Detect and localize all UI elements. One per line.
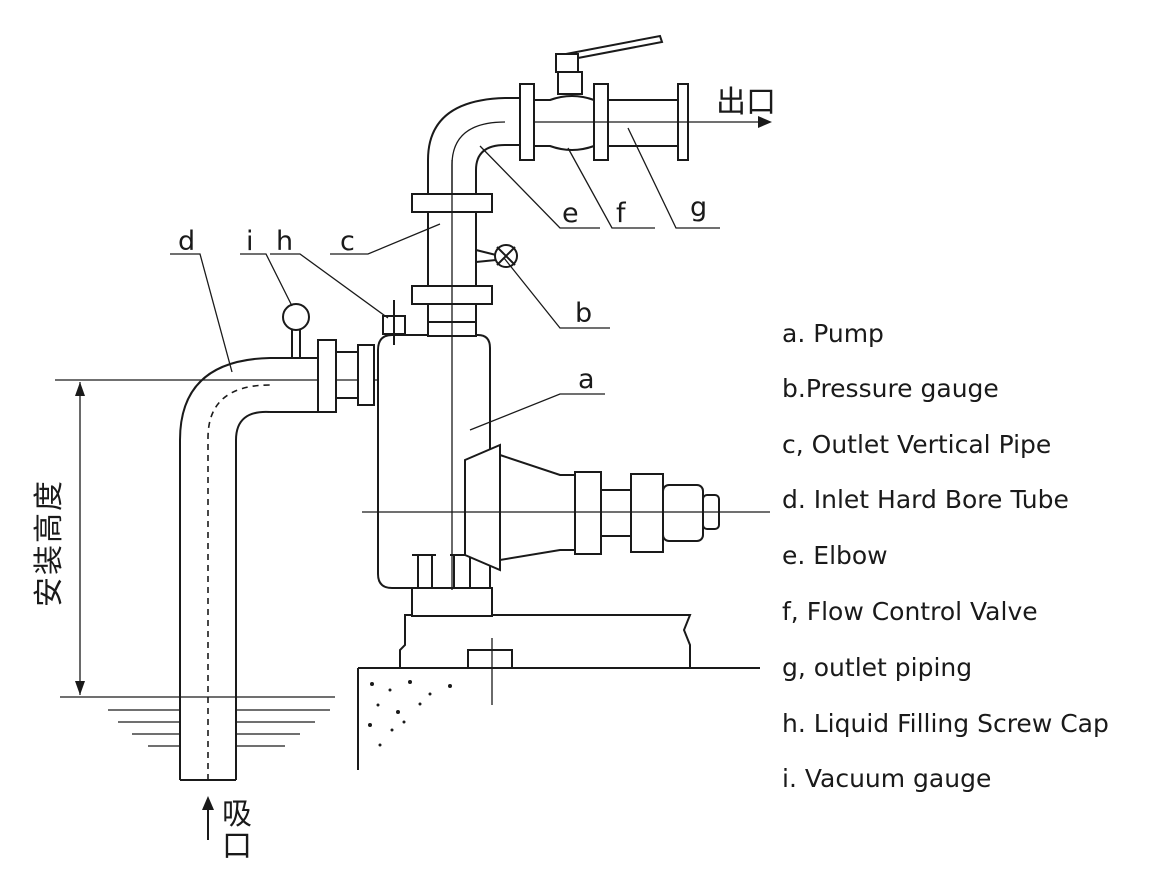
label-h: h xyxy=(276,226,293,257)
leader-lines xyxy=(170,127,720,431)
label-g: g xyxy=(690,192,707,223)
legend: a. Pump b.Pressure gauge c, Outlet Verti… xyxy=(782,319,1109,793)
height-dimension xyxy=(55,379,380,695)
pressure-gauge-icon xyxy=(475,244,518,268)
legend-item: b.Pressure gauge xyxy=(782,374,999,403)
label-a: a xyxy=(578,364,595,395)
installation-height-label: 安 装 高 度 xyxy=(32,481,67,607)
height-label-3: 高 xyxy=(32,513,67,543)
legend-item: c, Outlet Vertical Pipe xyxy=(782,430,1051,459)
legend-item: a. Pump xyxy=(782,319,884,348)
outlet-vertical-pipe xyxy=(411,160,493,590)
legend-item: f, Flow Control Valve xyxy=(782,597,1038,626)
suction-pipe xyxy=(179,339,375,781)
concrete-texture xyxy=(368,680,452,747)
label-b: b xyxy=(575,298,592,329)
height-label-4: 度 xyxy=(32,481,67,511)
flow-control-valve xyxy=(519,34,664,161)
label-c: c xyxy=(340,226,355,257)
foundation xyxy=(357,587,760,770)
vacuum-gauge-icon xyxy=(282,303,310,358)
suction-label: 吸 口 xyxy=(202,796,252,864)
legend-item: i. Vacuum gauge xyxy=(782,764,991,793)
legend-item: h. Liquid Filling Screw Cap xyxy=(782,709,1109,738)
legend-item: g, outlet piping xyxy=(782,653,972,682)
elbow xyxy=(427,97,520,194)
pump-body xyxy=(377,300,491,615)
label-d: d xyxy=(178,226,195,257)
label-i: i xyxy=(246,226,254,257)
legend-item: e. Elbow xyxy=(782,541,888,570)
label-f: f xyxy=(616,198,627,229)
suction-label-1: 吸 xyxy=(222,797,252,832)
motor-housing xyxy=(362,443,770,572)
label-e: e xyxy=(562,198,579,229)
outlet-piping xyxy=(534,83,772,161)
height-label-2: 装 xyxy=(32,545,67,575)
suction-label-2: 口 xyxy=(222,829,252,864)
water-surface xyxy=(60,696,335,747)
legend-item: d. Inlet Hard Bore Tube xyxy=(782,485,1069,514)
outlet-label: 出口 xyxy=(716,85,776,120)
height-label-1: 安 xyxy=(32,577,67,607)
